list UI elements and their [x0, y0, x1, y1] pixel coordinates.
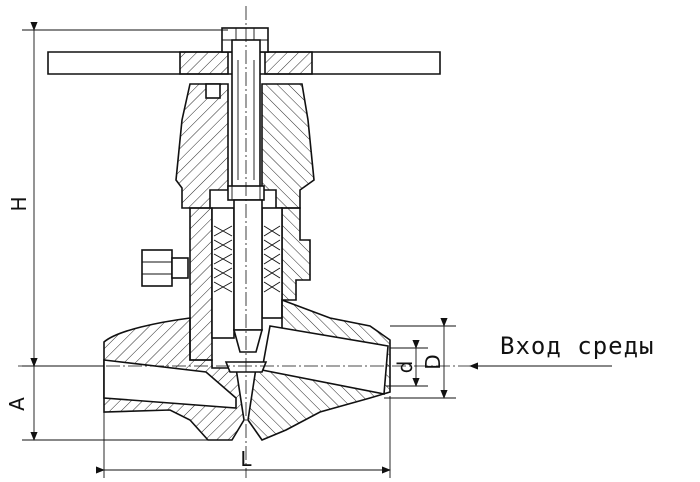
dimension-d	[384, 317, 456, 399]
label-d-outer: D	[421, 354, 445, 369]
dimension-l	[95, 396, 391, 478]
side-bolt	[141, 249, 189, 287]
label-inlet: Вход среды	[500, 332, 655, 360]
valve-body	[103, 298, 391, 441]
label-a: A	[5, 397, 29, 411]
handwheel	[47, 51, 441, 75]
bonnet	[175, 83, 315, 209]
dimension-a	[22, 357, 232, 441]
label-l: L	[240, 447, 252, 471]
label-h: H	[7, 196, 31, 211]
label-d-inner: d	[393, 361, 417, 374]
packing-gland	[189, 199, 311, 361]
